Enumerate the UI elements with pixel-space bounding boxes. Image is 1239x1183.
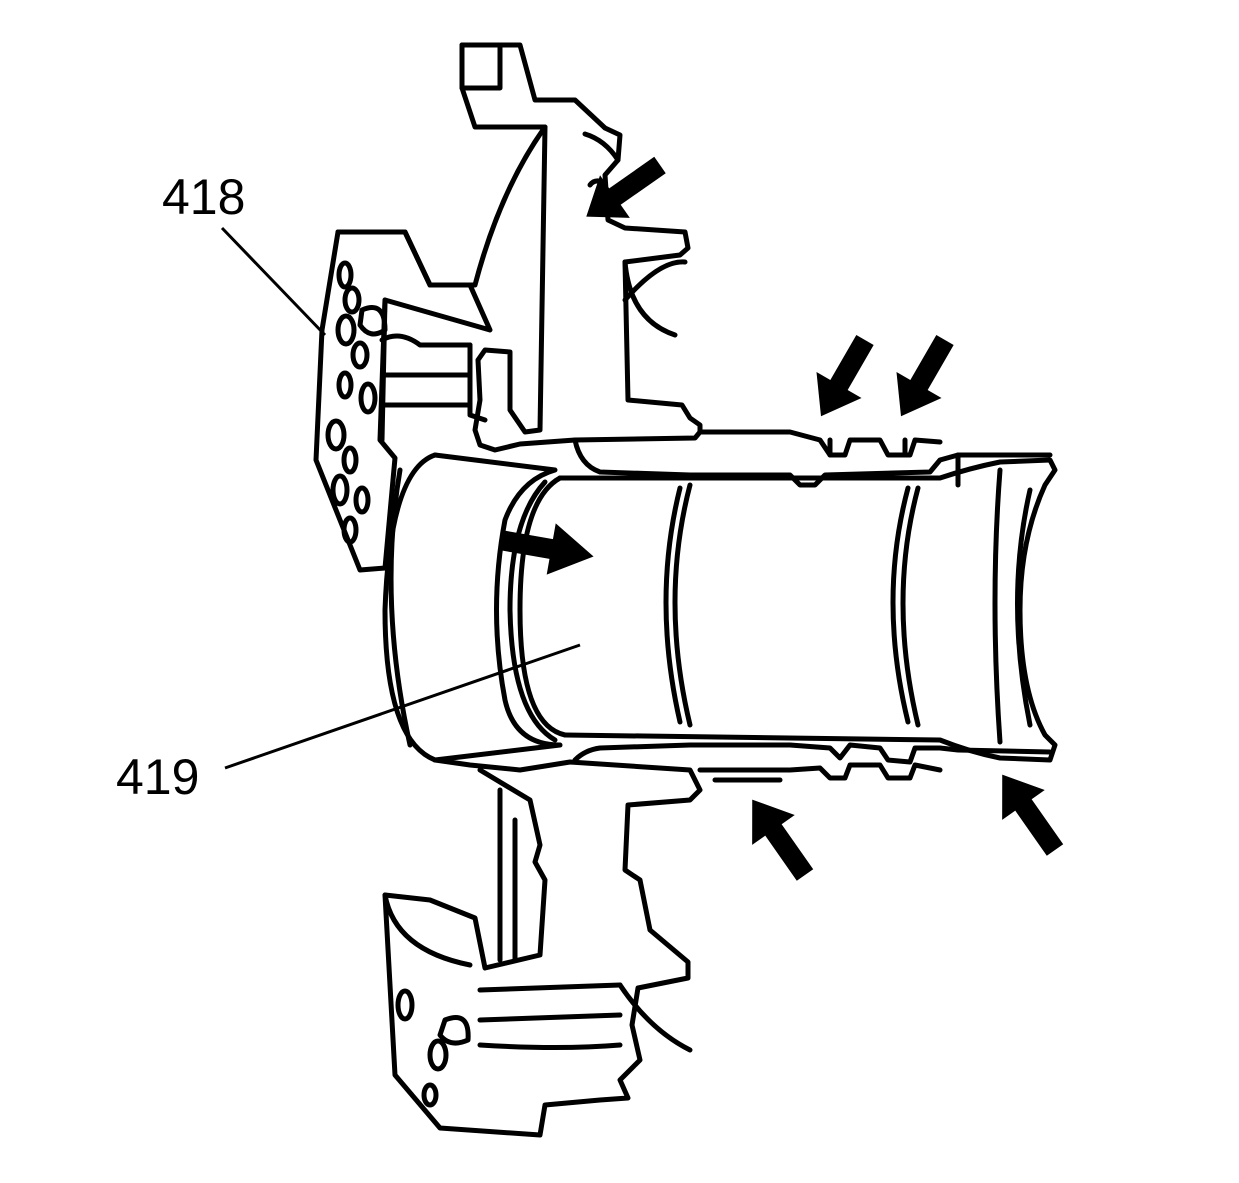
leader-419 <box>224 643 581 770</box>
lower-flange <box>382 757 703 1138</box>
arrow-icon-bottom-mid <box>752 799 814 881</box>
arrow-icon-groove-1 <box>816 335 874 417</box>
arrow-icon-bore <box>498 523 594 575</box>
sleeve-419 <box>517 475 568 738</box>
callout-418: 418 <box>162 169 246 225</box>
leader-418 <box>220 226 327 337</box>
arrow-icon-groove-2 <box>896 335 954 417</box>
upper-flange <box>459 42 703 453</box>
callout-419: 419 <box>116 749 200 805</box>
arrow-icon-bottom-right <box>1002 774 1064 856</box>
arrow-icon-top-right <box>586 156 666 218</box>
